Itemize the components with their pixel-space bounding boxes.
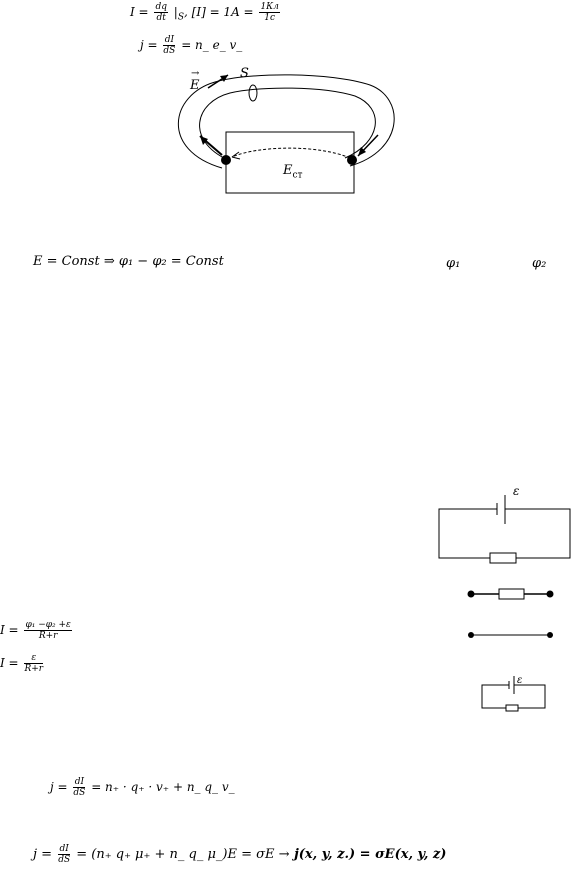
segment-node-right (546, 590, 554, 598)
ohm-closed-lhs: I = (0, 656, 19, 670)
internal-field-curve (231, 147, 351, 159)
current-num: dq (154, 2, 168, 13)
density-sigma-bold: j(x, y, z.) = σE(x, y, z) (289, 847, 447, 862)
current-lhs: I = (130, 5, 149, 19)
field-vector-label: →E (190, 68, 200, 93)
density-two-lhs: j = (50, 780, 68, 794)
ohm-full-den: R+r (38, 631, 58, 641)
resistor-main (489, 552, 517, 564)
density-sigma-num: dI (58, 844, 71, 855)
wire-node-left (468, 632, 474, 638)
wire-node-right (547, 632, 553, 638)
density-num: dI (163, 35, 176, 46)
ohm-closed-den: R+r (24, 664, 44, 674)
left-arrowhead (200, 136, 208, 145)
small-wire-left (481, 684, 509, 709)
terminal-left (221, 155, 231, 165)
internal-arrowhead (231, 151, 241, 160)
density-two-rest: = n₊ · q₊ · v₊ + n_ q_ v_ (91, 780, 235, 794)
vector-arrow-icon: → (191, 68, 200, 79)
field-arrowhead (220, 75, 228, 82)
emf-label: ε (513, 484, 520, 498)
density-two-den: dS (73, 788, 86, 798)
segment-node-left (467, 590, 475, 598)
inner-loop (199, 87, 376, 161)
unit-num: 1Кл (259, 2, 280, 13)
ohm-closed-num: ε (24, 653, 44, 664)
density-two-num: dI (73, 777, 86, 788)
density-den: dS (163, 46, 176, 56)
current-bar: | (173, 5, 178, 19)
current-unit: , [I] = 1A = (184, 5, 254, 19)
outer-loop (178, 74, 395, 169)
ohm-full-num: φ₁ −φ₂ +ε (24, 620, 72, 631)
segment-resistor (498, 588, 525, 600)
small-resistor (505, 704, 519, 712)
density-sigma-den: dS (58, 855, 71, 865)
density-lhs: j = (140, 38, 158, 52)
circuit-wire-left (438, 508, 497, 559)
field-const-formula: E = Const ⇒ φ₁ − φ₂ = Const (33, 254, 224, 269)
surface-label: S (240, 66, 249, 81)
phi1-label: φ₁ (446, 256, 461, 271)
right-arrowhead (358, 147, 366, 156)
density-sigma-rest: = (n₊ q₊ μ₊ + n_ q_ μ_)E = σE → (76, 847, 290, 862)
current-den: dt (156, 13, 166, 23)
phi2-label: φ₂ (532, 256, 547, 271)
est-label: Eст (283, 163, 303, 181)
circuit-wire-right (505, 508, 571, 559)
density-rest: = n_ e_ v_ (181, 38, 243, 52)
current-sub: S (177, 12, 185, 23)
unit-den: 1c (264, 13, 276, 23)
cross-section-S (248, 84, 258, 102)
small-wire-right (514, 684, 546, 709)
emf-small-label: ε (517, 675, 523, 686)
ohm-full-lhs: I = (0, 623, 19, 637)
density-sigma-lhs: j = (33, 847, 53, 862)
